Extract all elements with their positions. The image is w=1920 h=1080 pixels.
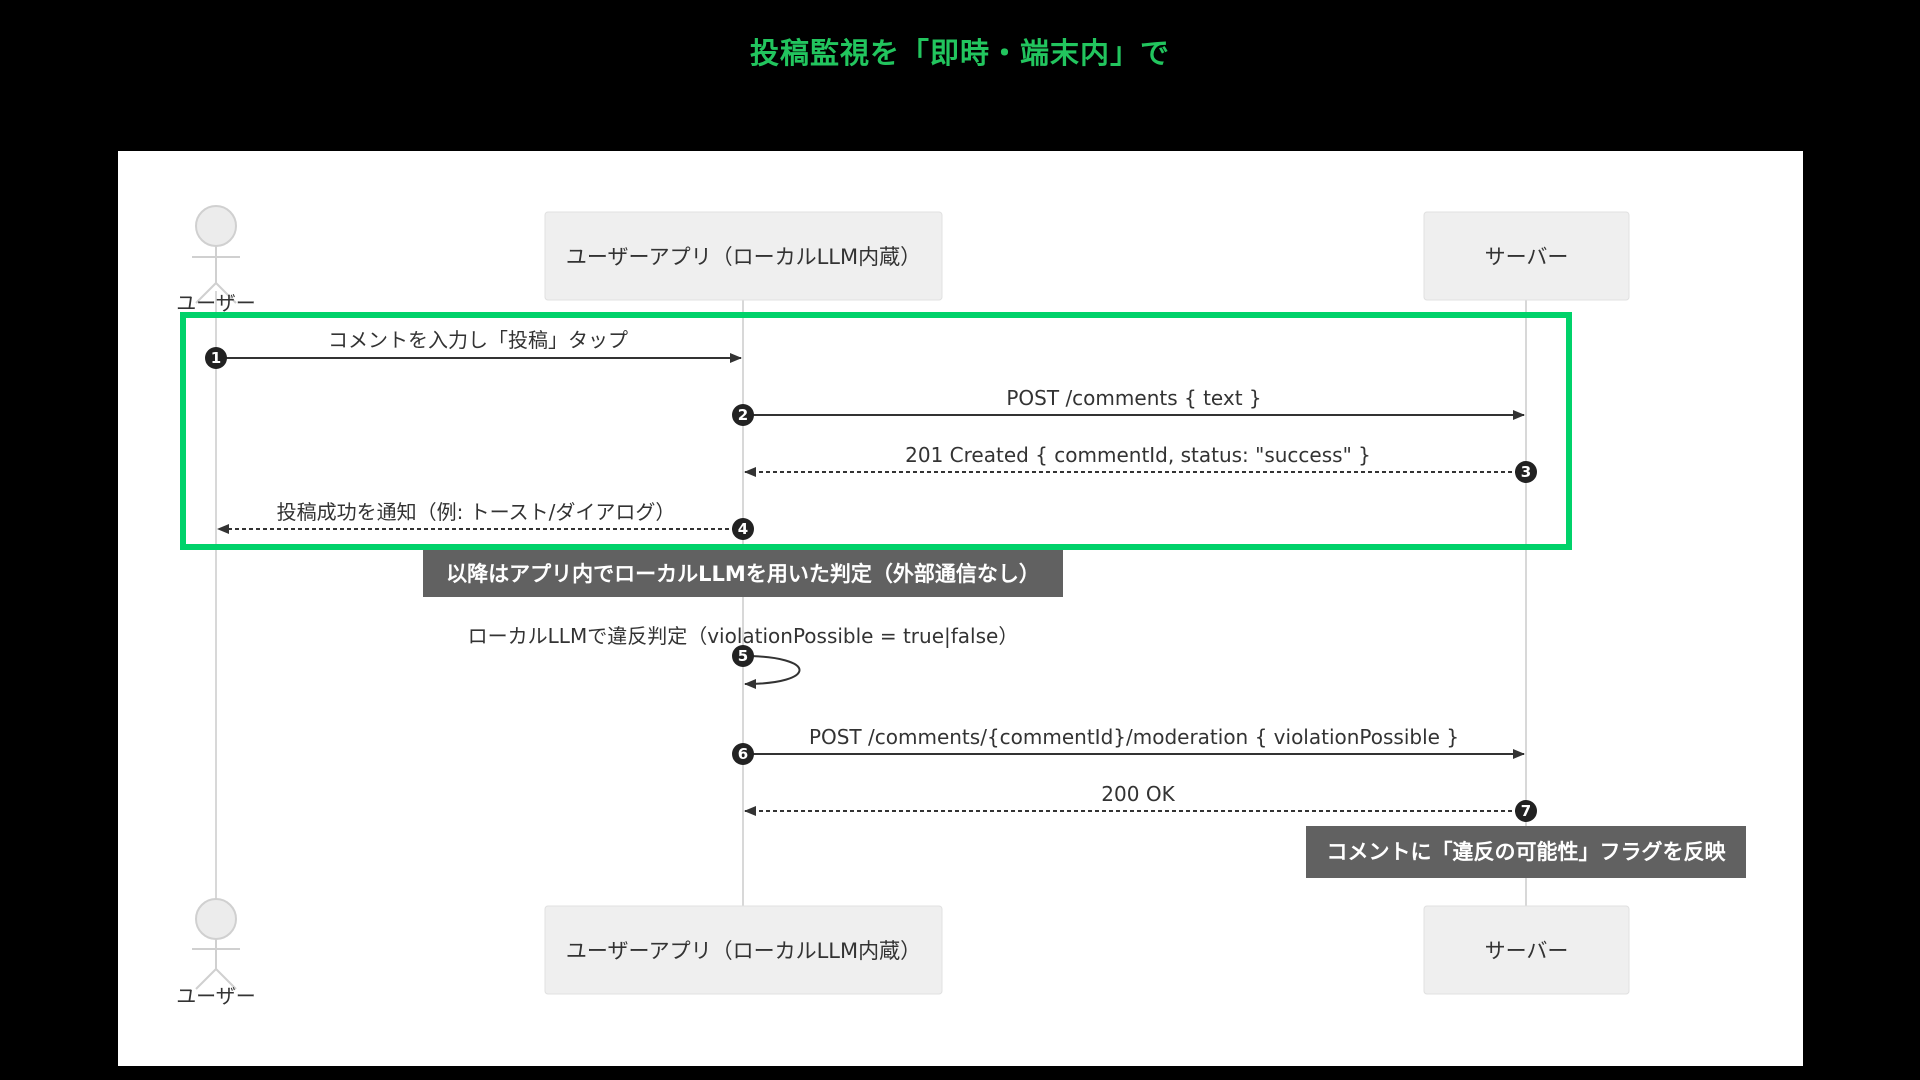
actor-user-top-label: ユーザー bbox=[176, 291, 256, 315]
message-6-label: POST /comments/{commentId}/moderation { … bbox=[809, 725, 1459, 749]
actor-user-bottom: ユーザー bbox=[176, 898, 256, 1008]
diagram-panel: ユーザー ユーザーアプリ（ローカルLLM内蔵） サーバー コメントを入力し「投稿… bbox=[118, 151, 1803, 1066]
participant-app-top: ユーザーアプリ（ローカルLLM内蔵） bbox=[544, 211, 943, 301]
sequence-number-4: 4 bbox=[732, 518, 754, 540]
svg-text:4: 4 bbox=[738, 520, 748, 538]
message-3: 201 Created { commentId, status: "succes… bbox=[744, 443, 1537, 483]
sequence-number-7: 7 bbox=[1515, 800, 1537, 822]
actor-user-top: ユーザー bbox=[176, 205, 256, 315]
svg-text:5: 5 bbox=[738, 647, 748, 665]
actor-user-bottom-label: ユーザー bbox=[176, 984, 256, 1008]
note-violation-flag-label: コメントに「違反の可能性」フラグを反映 bbox=[1327, 840, 1727, 864]
message-2-label: POST /comments { text } bbox=[1006, 386, 1261, 410]
svg-text:6: 6 bbox=[738, 745, 748, 763]
participant-server-bottom-label: サーバー bbox=[1485, 939, 1569, 963]
participant-app-bottom: ユーザーアプリ（ローカルLLM内蔵） bbox=[544, 905, 943, 995]
message-7: 200 OK 7 bbox=[744, 782, 1537, 822]
participant-app-top-label: ユーザーアプリ（ローカルLLM内蔵） bbox=[566, 245, 921, 269]
message-5-label: ローカルLLMで違反判定（violationPossible = true|fa… bbox=[468, 624, 1019, 648]
svg-text:1: 1 bbox=[211, 349, 221, 367]
sequence-number-5: 5 bbox=[732, 645, 754, 667]
participant-server-top: サーバー bbox=[1423, 211, 1630, 301]
sequence-diagram: ユーザー ユーザーアプリ（ローカルLLM内蔵） サーバー コメントを入力し「投稿… bbox=[176, 205, 1746, 1008]
sequence-number-2: 2 bbox=[732, 404, 754, 426]
message-3-label: 201 Created { commentId, status: "succes… bbox=[905, 443, 1371, 467]
participant-server-bottom: サーバー bbox=[1423, 905, 1630, 995]
participant-server-top-label: サーバー bbox=[1485, 245, 1569, 269]
svg-text:3: 3 bbox=[1521, 463, 1531, 481]
participant-app-bottom-label: ユーザーアプリ（ローカルLLM内蔵） bbox=[566, 939, 921, 963]
message-6: POST /comments/{commentId}/moderation { … bbox=[732, 725, 1525, 765]
message-7-label: 200 OK bbox=[1101, 782, 1175, 806]
person-stick-icon bbox=[192, 898, 240, 990]
svg-text:2: 2 bbox=[738, 406, 748, 424]
svg-text:7: 7 bbox=[1521, 802, 1531, 820]
note-local-judgement-label: 以降はアプリ内でローカルLLMを用いた判定（外部通信なし） bbox=[446, 562, 1040, 586]
person-stick-icon bbox=[192, 205, 240, 304]
message-1: コメントを入力し「投稿」タップ 1 bbox=[205, 328, 742, 369]
message-2: POST /comments { text } 2 bbox=[732, 386, 1525, 426]
note-violation-flag: コメントに「違反の可能性」フラグを反映 bbox=[1306, 826, 1746, 878]
sequence-number-3: 3 bbox=[1515, 461, 1537, 483]
note-local-judgement: 以降はアプリ内でローカルLLMを用いた判定（外部通信なし） bbox=[423, 550, 1063, 597]
highlight-frame bbox=[180, 312, 1572, 550]
message-4: 投稿成功を通知（例: トースト/ダイアログ） 4 bbox=[217, 500, 754, 540]
message-5: ローカルLLMで違反判定（violationPossible = true|fa… bbox=[468, 624, 1019, 689]
message-4-label: 投稿成功を通知（例: トースト/ダイアログ） bbox=[277, 500, 676, 524]
slide-title: 投稿監視を「即時・端末内」で bbox=[749, 36, 1170, 70]
sequence-number-1: 1 bbox=[205, 347, 227, 369]
sequence-number-6: 6 bbox=[732, 743, 754, 765]
message-1-label: コメントを入力し「投稿」タップ bbox=[328, 328, 628, 352]
